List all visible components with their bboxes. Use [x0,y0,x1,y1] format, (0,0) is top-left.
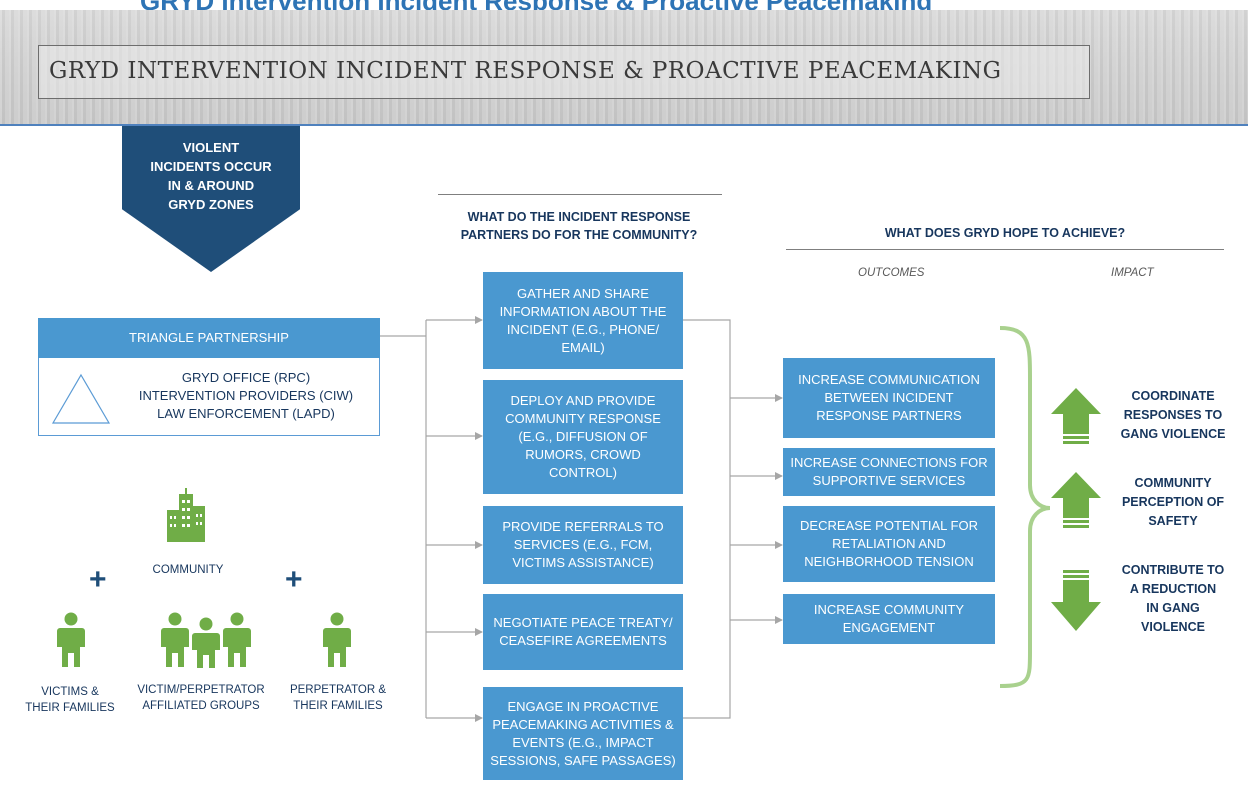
goals-heading-rule [786,249,1224,250]
outcome-box: INCREASE COMMUNICATION BETWEEN INCIDENT … [783,358,995,438]
up-arrow-icon [1051,388,1101,444]
impact-coordinate-responses: COORDINATE RESPONSES TO GANG VIOLENCE [1120,389,1226,441]
triangle-partnership-title: TRIANGLE PARTNERSHIP [38,318,380,358]
activity-box: ENGAGE IN PROACTIVE PEACEMAKING ACTIVITI… [483,687,683,780]
person-icon [57,612,85,667]
activity-box: DEPLOY AND PROVIDE COMMUNITY RESPONSE (E… [483,380,683,494]
banner-divider [0,124,1248,126]
activity-box: GATHER AND SHARE INFORMATION ABOUT THE I… [483,272,683,369]
cropped-top-heading: GRYD Intervention Incident Response & Pr… [0,0,1248,10]
outcome-box: INCREASE CONNECTIONS FOR SUPPORTIVE SERV… [783,448,995,496]
group-label-affiliated: VICTIM/PERPETRATOR AFFILIATED GROUPS [137,684,265,712]
triangle-partnership-members: GRYD OFFICE (RPC) INTERVENTION PROVIDERS… [138,370,354,421]
outcomes-brace [999,326,1051,688]
violent-incidents-text: VIOLENT INCIDENTS OCCUR IN & AROUND GRYD… [150,140,272,212]
person-icon [323,612,351,667]
triangle-partnership-box: TRIANGLE PARTNERSHIP GRYD OFFICE (RPC) I… [38,318,380,436]
page-title: GRYD INTERVENTION INCIDENT RESPONSE & PR… [49,58,1002,84]
activity-box: NEGOTIATE PEACE TREATY/ CEASEFIRE AGREEM… [483,594,683,670]
group-label-victims: VICTIMS & THEIR FAMILIES [25,686,115,714]
community-label: COMMUNITY [152,564,224,576]
impact-reduce-violence: CONTRIBUTE TO A REDUCTION IN GANG VIOLEN… [1121,563,1225,634]
outcome-box: INCREASE COMMUNITY ENGAGEMENT [783,594,995,644]
triangle-icon [51,373,111,424]
activities-heading-rule [438,194,722,195]
outcome-box: DECREASE POTENTIAL FOR RETALIATION AND N… [783,506,995,582]
down-arrow-icon [1051,570,1101,631]
group-label-perpetrators: PERPETRATOR & THEIR FAMILIES [289,684,387,712]
building-icon [167,488,205,542]
up-arrow-icon [1051,472,1101,528]
group-of-people-icon [161,612,251,668]
plus-sign-right: + [285,563,303,596]
plus-sign-left: + [89,563,107,596]
title-box: GRYD INTERVENTION INCIDENT RESPONSE & PR… [38,45,1090,99]
cropped-heading-text: GRYD Intervention Incident Response & Pr… [140,0,932,10]
activities-collector [683,319,731,719]
outcomes-label: OUTCOMES [858,267,925,279]
impact-label: IMPACT [1111,267,1154,279]
activities-heading: WHAT DO THE INCIDENT RESPONSE PARTNERS D… [460,210,698,242]
activity-box: PROVIDE REFERRALS TO SERVICES (E.G., FCM… [483,506,683,584]
impact-perception-of-safety: COMMUNITY PERCEPTION OF SAFETY [1121,476,1225,528]
goals-heading: WHAT DOES GRYD HOPE TO ACHIEVE? [884,226,1126,240]
